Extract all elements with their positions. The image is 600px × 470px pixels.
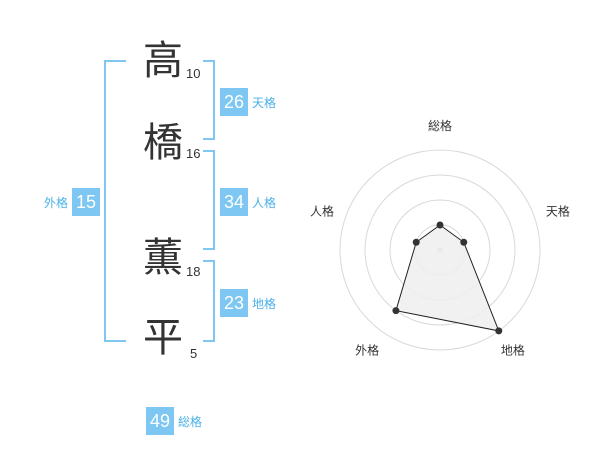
chikaku-label: 地格 [252, 296, 277, 311]
tenkaku-bracket [203, 60, 215, 140]
tenkaku-badge: 26 天格 [220, 88, 276, 116]
radar-point-5 [412, 238, 420, 246]
radar-axis-label: 外格 [355, 342, 379, 357]
radar-ring [339, 149, 541, 351]
soukaku-label: 総格 [178, 414, 203, 429]
soukaku-value: 49 [146, 407, 174, 435]
radar-series-shape [395, 224, 500, 332]
tenkaku-value: 26 [220, 88, 248, 116]
jinkaku-bracket [203, 150, 215, 250]
gaikaku-value: 15 [72, 188, 100, 216]
soukaku-badge: 49 総格 [146, 407, 202, 435]
jinkaku-badge: 34 人格 [220, 188, 276, 216]
stroke-count-2: 16 [186, 146, 201, 161]
gaikaku-badge: 15 外格 [44, 188, 100, 216]
chikaku-value: 23 [220, 289, 248, 317]
stroke-count-4: 5 [190, 346, 198, 361]
radar-axis-label: 人格 [310, 204, 334, 219]
name-char-3: 薫 [143, 235, 183, 281]
chikaku-bracket [203, 260, 215, 342]
radar-axis-label: 総格 [428, 118, 452, 133]
radar-point-3 [495, 327, 503, 335]
radar-axis-label: 地格 [501, 342, 525, 357]
radar-ring [364, 174, 516, 326]
name-char-2: 橋 [143, 120, 183, 166]
stroke-count-3: 18 [186, 264, 201, 279]
radar-point-4 [392, 307, 400, 315]
name-char-4: 平 [143, 315, 183, 361]
gaikaku-bracket [104, 60, 126, 342]
stroke-count-1: 10 [186, 66, 201, 81]
radar-point-1 [436, 221, 444, 229]
tenkaku-label: 天格 [252, 95, 277, 110]
jinkaku-value: 34 [220, 188, 248, 216]
radar-axis-label: 天格 [546, 204, 570, 219]
chikaku-badge: 23 地格 [220, 289, 276, 317]
jinkaku-label: 人格 [252, 195, 277, 210]
radar-point-2 [460, 238, 468, 246]
gaikaku-label: 外格 [43, 195, 68, 210]
name-char-1: 高 [143, 38, 183, 84]
